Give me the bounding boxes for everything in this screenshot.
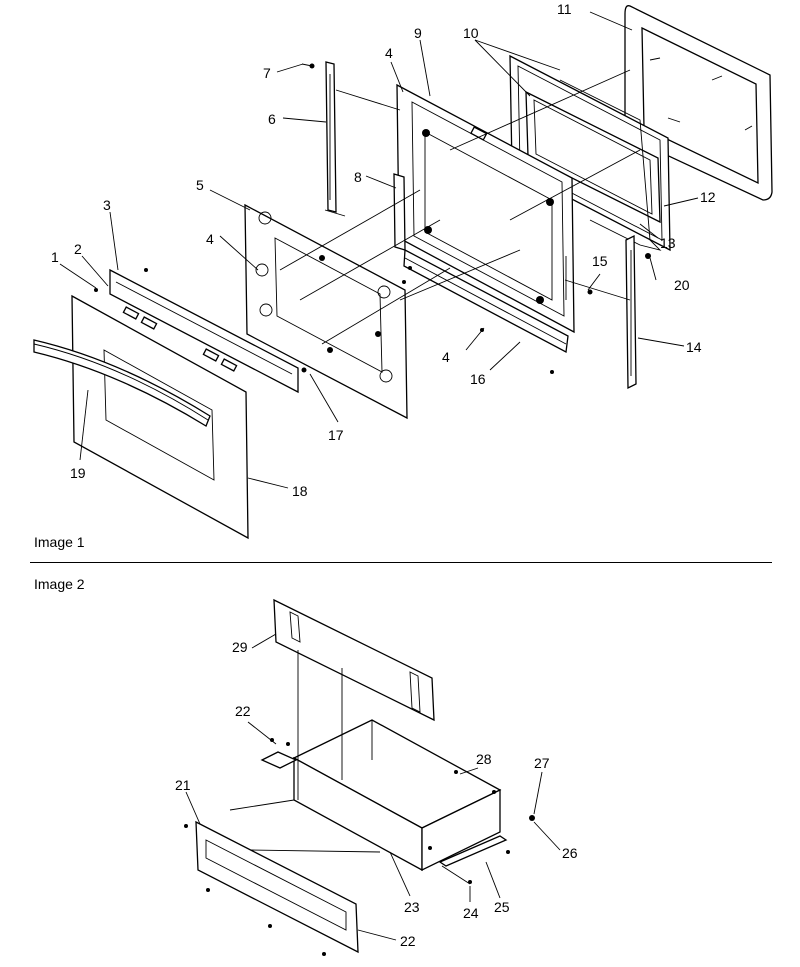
callout-7: 7	[263, 65, 271, 81]
callout-12: 12	[700, 189, 716, 205]
callout-15: 15	[592, 253, 608, 269]
part-8-strip	[393, 173, 406, 251]
callout-2: 2	[74, 241, 82, 257]
part-25-slide-rail	[438, 835, 508, 885]
part-6-side-strip	[324, 61, 346, 217]
callout-20: 20	[674, 277, 690, 293]
callout-6: 6	[268, 111, 276, 127]
callout-labels: 1 2 3 4 4 4 5 6 7 8 9 10 11 12 13 14 15 …	[51, 1, 716, 949]
part-29-back-panel	[273, 598, 435, 722]
callout-21: 21	[175, 777, 191, 793]
callout-1: 1	[51, 249, 59, 265]
callout-23: 23	[404, 899, 420, 915]
screws-image1	[94, 63, 651, 374]
image-1-caption: Image 1	[34, 534, 85, 550]
callout-8: 8	[354, 169, 362, 185]
callout-24: 24	[463, 905, 479, 921]
screws-image2	[184, 738, 535, 956]
part-3-control-rail	[109, 268, 299, 394]
callout-17: 17	[328, 427, 344, 443]
callout-14: 14	[686, 339, 702, 355]
leader-lines-image1	[59, 11, 699, 489]
part-18-outer-door	[71, 294, 249, 540]
callout-27: 27	[534, 755, 550, 771]
part-22-bracket	[260, 751, 298, 769]
part-21-drawer-front	[195, 820, 359, 954]
callout-10: 10	[463, 25, 479, 41]
part-19-handle	[33, 339, 211, 427]
callout-11: 11	[557, 1, 572, 17]
part-5-liner-panel	[244, 203, 408, 420]
callout-4: 4	[442, 349, 450, 365]
callout-18: 18	[292, 483, 308, 499]
callout-22: 22	[400, 933, 416, 949]
part-14-side-strip	[625, 234, 637, 390]
callout-26: 26	[562, 845, 578, 861]
callout-28: 28	[476, 751, 492, 767]
part-16-bottom-rail	[403, 248, 569, 354]
part-10-glass-panes	[509, 54, 671, 252]
callout-16: 16	[470, 371, 486, 387]
callout-4: 4	[206, 231, 214, 247]
callout-5: 5	[196, 177, 204, 193]
section-divider	[30, 562, 772, 563]
callout-9: 9	[414, 25, 422, 41]
image-2-caption: Image 2	[34, 576, 85, 592]
leader-lines-image2	[185, 633, 561, 941]
callout-25: 25	[494, 899, 510, 915]
callout-4: 4	[385, 45, 393, 61]
part-28-drawer-box	[292, 719, 502, 872]
callout-29: 29	[232, 639, 248, 655]
callout-22: 22	[235, 703, 251, 719]
drawer-bottom-lines	[229, 650, 381, 853]
callout-3: 3	[103, 197, 111, 213]
callout-13: 13	[660, 235, 676, 251]
construction-lines-image1	[279, 69, 641, 345]
part-9-inner-panel	[396, 83, 575, 334]
callout-19: 19	[70, 465, 86, 481]
